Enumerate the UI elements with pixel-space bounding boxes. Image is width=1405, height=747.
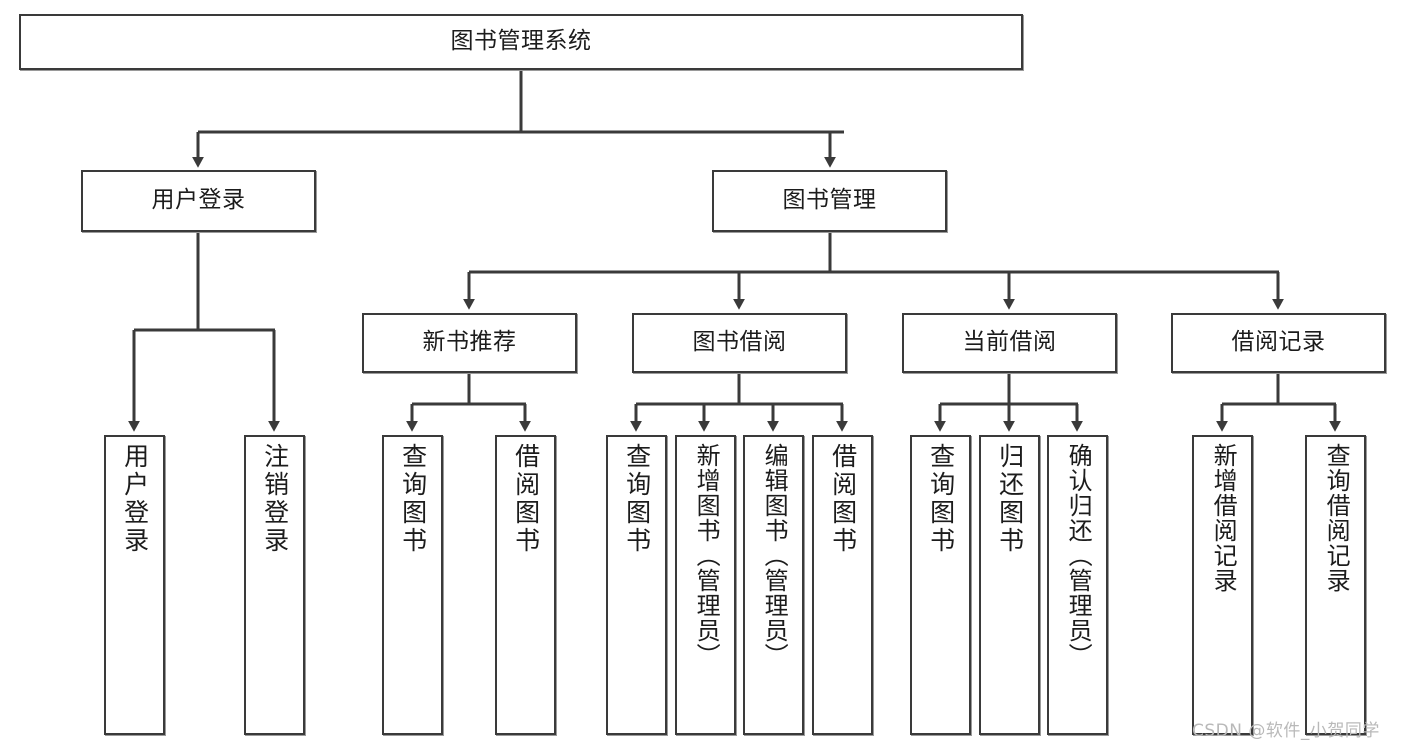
node-label: 图书管理系统 [450, 28, 592, 55]
node-label: 编辑图书（管理员） [760, 443, 789, 668]
node-label: 注销登录 [260, 443, 290, 555]
leaf-logout[interactable]: 注销登录 [244, 435, 305, 735]
node-label: 查询图书 [398, 443, 428, 555]
node-current-borrowing[interactable]: 当前借阅 [902, 313, 1117, 373]
node-label: 图书管理 [782, 187, 877, 214]
node-label: 查询图书 [622, 443, 652, 555]
leaf-borrow-add-book-admin[interactable]: 新增图书（管理员） [675, 435, 736, 735]
node-label: 查询图书 [926, 443, 956, 555]
leaf-records-query-record[interactable]: 查询借阅记录 [1305, 435, 1366, 735]
leaf-borrow-edit-book-admin[interactable]: 编辑图书（管理员） [743, 435, 804, 735]
csdn-watermark: CSDN @软件_小贺同学 [1192, 721, 1380, 741]
node-label: 用户登录 [120, 443, 150, 555]
node-label: 新书推荐 [422, 329, 517, 356]
node-borrowing-records[interactable]: 借阅记录 [1171, 313, 1386, 373]
leaf-current-confirm-return-admin[interactable]: 确认归还（管理员） [1047, 435, 1108, 735]
node-book-management[interactable]: 图书管理 [712, 170, 947, 232]
node-label: 借阅图书 [511, 443, 541, 555]
node-label: 新增图书（管理员） [692, 443, 721, 668]
leaf-records-add-record[interactable]: 新增借阅记录 [1192, 435, 1253, 735]
node-label: 图书借阅 [692, 329, 787, 356]
node-label: 借阅图书 [828, 443, 858, 555]
leaf-borrow-query-book[interactable]: 查询图书 [606, 435, 667, 735]
leaf-new-books-query-book[interactable]: 查询图书 [382, 435, 443, 735]
node-label: 查询借阅记录 [1322, 443, 1351, 593]
node-label: 借阅记录 [1231, 329, 1326, 356]
leaf-borrow-borrow-book[interactable]: 借阅图书 [812, 435, 873, 735]
node-book-borrowing[interactable]: 图书借阅 [632, 313, 847, 373]
node-label: 确认归还（管理员） [1064, 443, 1093, 668]
node-label: 新增借阅记录 [1209, 443, 1238, 593]
leaf-current-query-book[interactable]: 查询图书 [910, 435, 971, 735]
leaf-user-login[interactable]: 用户登录 [104, 435, 165, 735]
leaf-current-return-book[interactable]: 归还图书 [979, 435, 1040, 735]
node-new-book-recommendation[interactable]: 新书推荐 [362, 313, 577, 373]
node-label: 用户登录 [151, 187, 246, 214]
node-label: 当前借阅 [962, 329, 1057, 356]
node-label: 归还图书 [995, 443, 1025, 555]
node-user-login[interactable]: 用户登录 [81, 170, 316, 232]
leaf-new-books-borrow-book[interactable]: 借阅图书 [495, 435, 556, 735]
node-root-book-management-system[interactable]: 图书管理系统 [19, 14, 1023, 70]
